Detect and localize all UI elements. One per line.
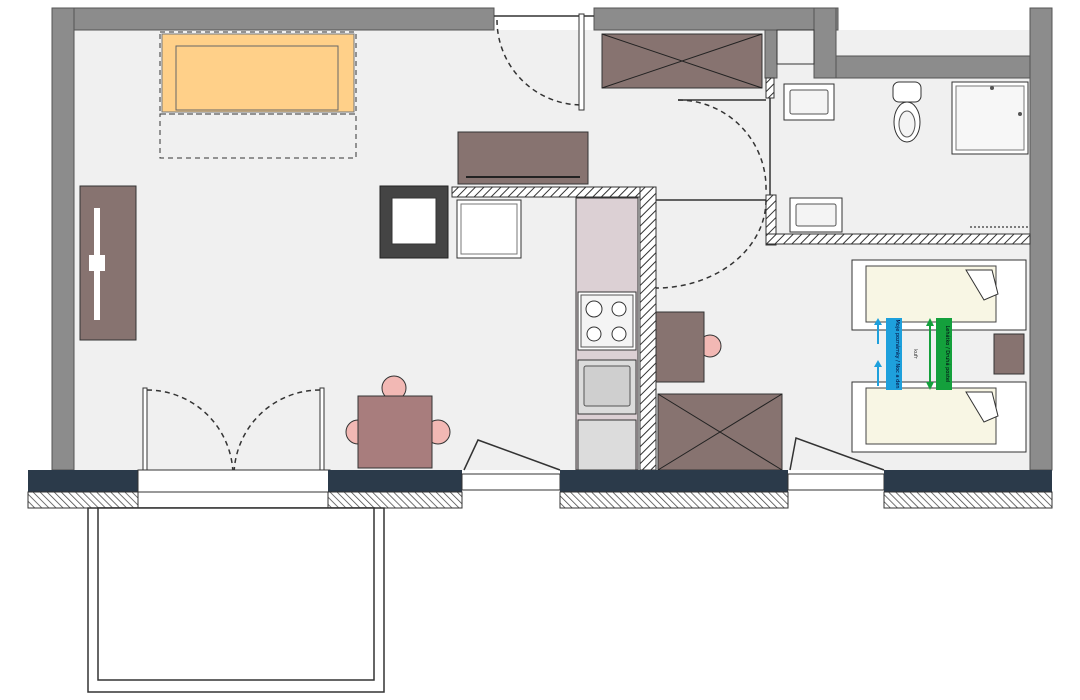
wardrobe-top bbox=[601, 33, 763, 89]
door-leaf bbox=[578, 13, 585, 111]
toilet bbox=[892, 81, 922, 143]
bathroom-door-arc bbox=[677, 99, 767, 191]
bedroom-desk bbox=[655, 311, 722, 383]
sofa bbox=[159, 31, 357, 159]
cooktop bbox=[577, 291, 637, 351]
arrow-blue-up bbox=[874, 318, 882, 386]
bathroom-wall-left-lower bbox=[765, 194, 777, 246]
window-swing-2 bbox=[789, 436, 885, 471]
upper-wall-inner-block bbox=[764, 29, 778, 79]
desk bbox=[79, 185, 137, 341]
tv-cabinet bbox=[457, 131, 589, 185]
facade-bottom bbox=[27, 469, 1053, 509]
bedroom-door-arc bbox=[655, 199, 767, 289]
bed-label-blue: Moje poznámky / Noc a den bbox=[886, 318, 902, 390]
bathroom-sink-top bbox=[783, 83, 835, 121]
bathroom-sink-bottom bbox=[789, 197, 843, 233]
balcony-doors bbox=[142, 387, 325, 477]
bathroom-wall-left bbox=[765, 77, 775, 99]
window-swing-1 bbox=[463, 439, 561, 471]
kitchen-wall-top bbox=[451, 186, 657, 198]
dining-set bbox=[345, 375, 451, 469]
bed-bottom bbox=[851, 381, 1027, 453]
bed-label-green-text: Lehátko / Druhá postel bbox=[944, 326, 951, 383]
bed-label-middle: kufr bbox=[912, 349, 918, 360]
bed-label-blue-text: Moje poznámky / Noc a den bbox=[894, 319, 901, 388]
kitchen-sink bbox=[577, 359, 637, 415]
dishwasher bbox=[577, 419, 637, 471]
side-table-dark bbox=[379, 185, 449, 259]
nightstand bbox=[993, 333, 1025, 375]
wardrobe-bedroom bbox=[657, 393, 783, 471]
upper-wall-pillar bbox=[776, 29, 815, 65]
fridge bbox=[456, 199, 522, 259]
kitchen-wall-right bbox=[639, 186, 657, 471]
bed-label-green: Lehátko / Druhá postel bbox=[936, 318, 952, 390]
shower bbox=[951, 81, 1029, 155]
door-swing-arc bbox=[496, 19, 582, 106]
bathroom-wall-bottom bbox=[765, 233, 1031, 245]
arrow-green-updown bbox=[926, 318, 934, 390]
balcony bbox=[87, 507, 385, 693]
